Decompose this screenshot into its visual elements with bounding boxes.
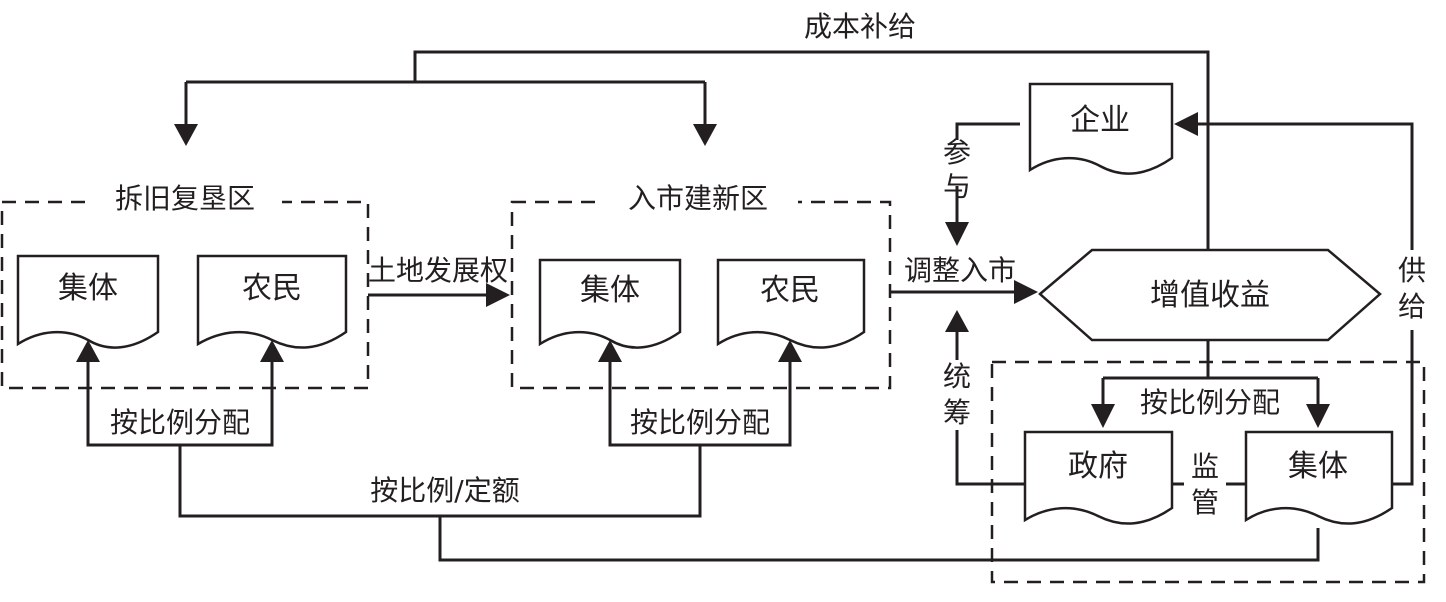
participate-label-1: 参 bbox=[943, 136, 971, 169]
supply-label-1: 供 bbox=[1398, 254, 1426, 287]
supervise-label-1: 监 bbox=[1191, 450, 1219, 483]
farmer-2-box bbox=[716, 258, 866, 349]
coordinate-label-1: 统 bbox=[943, 360, 971, 393]
coordinate-label-2: 筹 bbox=[943, 396, 971, 429]
participate-line bbox=[955, 122, 1020, 140]
collective-3-label: 集体 bbox=[1288, 449, 1348, 484]
arrow-to-government bbox=[1091, 404, 1115, 428]
participate-arrow bbox=[945, 222, 969, 246]
arrow-to-demolition bbox=[174, 124, 198, 146]
proportional-label-1: 按比例分配 bbox=[110, 406, 250, 439]
supervise-label-2: 管 bbox=[1191, 486, 1219, 519]
farmer-1-label: 农民 bbox=[242, 271, 302, 306]
enterprise-label: 企业 bbox=[1070, 103, 1130, 138]
bottom-connection-line bbox=[438, 516, 1320, 562]
enterprise-box bbox=[1028, 82, 1174, 175]
cost-compensation-line bbox=[413, 50, 1210, 250]
arrow-to-collective-3 bbox=[1306, 404, 1330, 428]
proportion-quota-label: 按比例/定额 bbox=[370, 474, 519, 507]
coordinate-line bbox=[955, 430, 1025, 486]
demolition-region-title: 拆旧复垦区 bbox=[115, 182, 255, 215]
collective-1-label: 集体 bbox=[58, 271, 118, 306]
farmer-1-box bbox=[196, 254, 348, 349]
land-dev-rights-label: 土地发展权 bbox=[368, 254, 508, 287]
collective-2-label: 集体 bbox=[580, 273, 640, 308]
collective-2-box bbox=[538, 258, 682, 349]
coordinate-arrow bbox=[945, 310, 969, 332]
cost-compensation-label: 成本补给 bbox=[804, 10, 916, 43]
supply-label-2: 给 bbox=[1398, 290, 1426, 323]
collective-1-box bbox=[16, 254, 160, 349]
land-dev-rights-arrow bbox=[486, 283, 510, 307]
arrow-to-new-market bbox=[693, 124, 717, 146]
value-added-label: 增值收益 bbox=[1150, 278, 1270, 313]
government-label: 政府 bbox=[1068, 449, 1128, 484]
supply-line bbox=[1392, 330, 1414, 486]
adjust-market-label: 调整入市 bbox=[904, 254, 1016, 287]
value-added-hexagon bbox=[1038, 248, 1382, 342]
government-box bbox=[1023, 430, 1174, 525]
proportional-label-2: 按比例分配 bbox=[630, 406, 770, 439]
proportional-label-3: 按比例分配 bbox=[1140, 386, 1280, 419]
supply-arrow bbox=[1174, 112, 1198, 136]
adjust-market-arrow bbox=[1014, 280, 1038, 304]
collective-3-box bbox=[1244, 430, 1394, 525]
farmer-2-label: 农民 bbox=[760, 273, 820, 308]
new-market-region-title: 入市建新区 bbox=[628, 182, 768, 215]
participate-label-2: 与 bbox=[943, 170, 971, 203]
